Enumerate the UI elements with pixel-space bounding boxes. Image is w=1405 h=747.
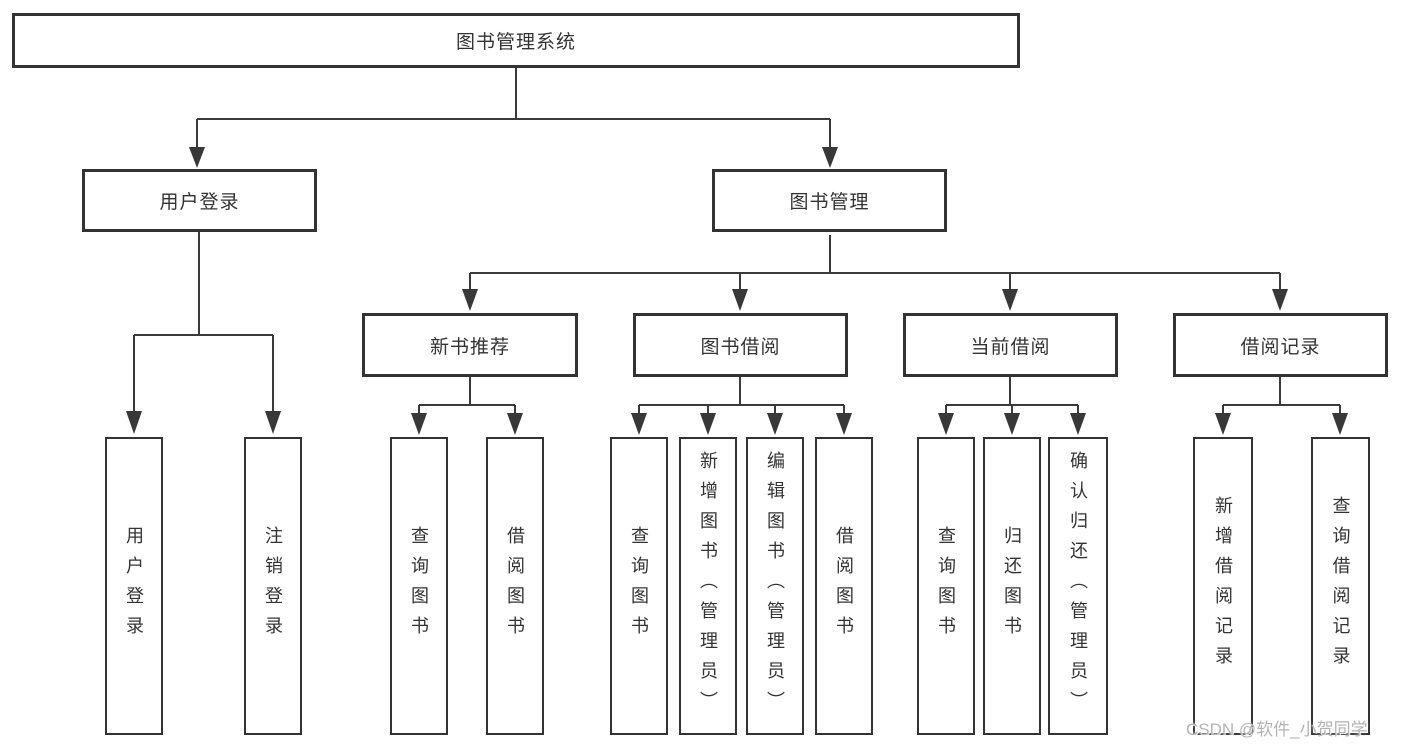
node-label: 用户登录 <box>159 192 240 213</box>
node-label: 借阅记录 <box>1240 336 1321 358</box>
node-label: 新书推荐 <box>429 336 510 358</box>
watermark: CSDN @软件_小贺同学 <box>1186 720 1368 739</box>
node-library-management-system: 图书管理系统 <box>12 13 1020 68</box>
leaf-add-borrow-record: 新增借阅记录 <box>1193 437 1253 735</box>
node-borrow-record: 借阅记录 <box>1173 313 1388 377</box>
leaf-label: 用户登录 <box>124 526 144 646</box>
leaf-query-book-borrow: 查询图书 <box>610 437 668 735</box>
node-label: 当前借阅 <box>970 336 1051 358</box>
leaf-edit-book-admin: 编辑图书（管理员） <box>746 437 804 735</box>
node-label: 图书管理系统 <box>455 32 576 53</box>
leaf-confirm-return-admin: 确认归还（管理员） <box>1048 437 1108 735</box>
leaf-label: 查询图书 <box>629 526 649 646</box>
leaf-logout: 注销登录 <box>244 437 302 735</box>
leaf-borrow-book-recommend: 借阅图书 <box>486 437 544 735</box>
node-label: 图书借阅 <box>700 336 781 358</box>
node-current-borrow: 当前借阅 <box>903 313 1118 377</box>
leaf-label: 编辑图书（管理员） <box>765 451 785 721</box>
leaf-query-borrow-record: 查询借阅记录 <box>1311 437 1370 735</box>
leaf-label: 借阅图书 <box>834 526 854 646</box>
leaf-label: 归还图书 <box>1002 526 1022 646</box>
leaf-query-book-current: 查询图书 <box>917 437 975 735</box>
leaf-label: 确认归还（管理员） <box>1068 451 1088 721</box>
node-label: 图书管理 <box>789 192 870 213</box>
leaf-user-login: 用户登录 <box>105 437 163 735</box>
leaf-label: 查询图书 <box>936 526 956 646</box>
leaf-label: 注销登录 <box>263 526 283 646</box>
leaf-label: 查询图书 <box>409 526 429 646</box>
leaf-borrow-book: 借阅图书 <box>815 437 873 735</box>
leaf-label: 查询借阅记录 <box>1330 496 1351 676</box>
leaf-query-book-recommend: 查询图书 <box>390 437 448 735</box>
node-new-book-recommend: 新书推荐 <box>362 313 578 377</box>
node-book-management: 图书管理 <box>712 169 947 232</box>
node-user-login: 用户登录 <box>82 169 317 232</box>
arrowhead-icons <box>126 147 1348 435</box>
leaf-add-book-admin: 新增图书（管理员） <box>679 437 737 735</box>
node-book-borrow: 图书借阅 <box>633 313 848 377</box>
leaf-label: 新增图书（管理员） <box>698 451 718 721</box>
leaf-label: 新增借阅记录 <box>1213 496 1233 676</box>
leaf-return-book: 归还图书 <box>983 437 1041 735</box>
leaf-label: 借阅图书 <box>505 526 525 646</box>
